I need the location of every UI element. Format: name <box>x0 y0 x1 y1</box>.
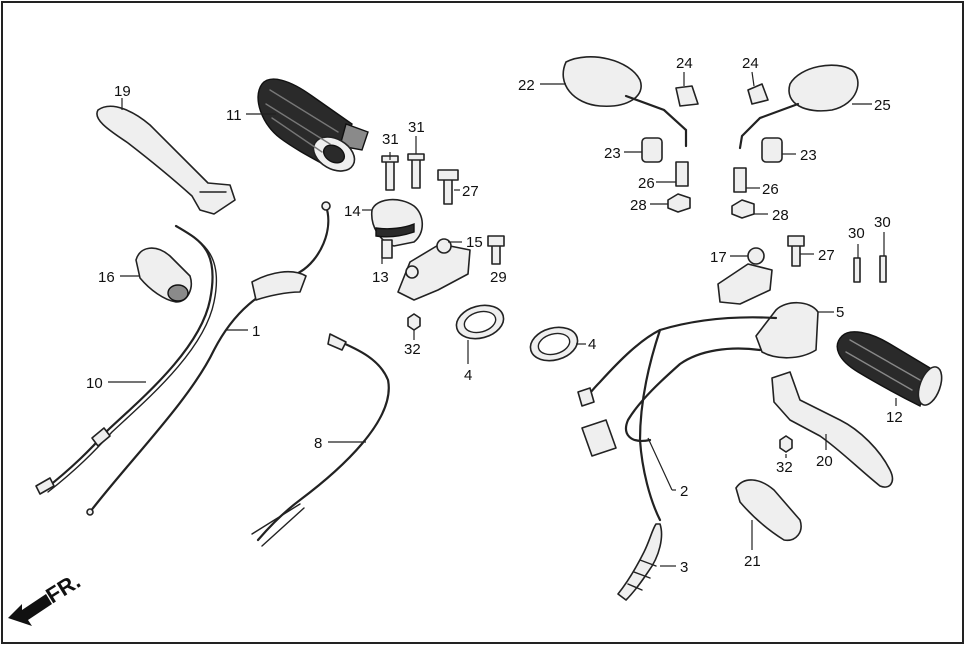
callout-21: 21 <box>744 553 761 570</box>
part-mirror-cap-left <box>675 85 699 107</box>
part-lever-bracket <box>397 238 471 301</box>
leader-lines <box>108 71 897 567</box>
callout-27-left: 27 <box>462 183 479 200</box>
part-wiring-loom-2 <box>577 316 778 522</box>
callout-24-left: 24 <box>676 55 693 72</box>
callout-4-left: 4 <box>464 367 472 384</box>
callout-27-right: 27 <box>818 247 835 264</box>
callout-29: 29 <box>490 269 507 286</box>
part-right-grip <box>836 331 943 408</box>
callout-3: 3 <box>680 559 688 576</box>
part-screw-31b <box>407 153 425 189</box>
callout-17: 17 <box>710 249 727 266</box>
part-bolt-27-left <box>437 169 459 205</box>
part-mirror-right <box>738 64 859 150</box>
callout-26-left: 26 <box>638 175 655 192</box>
part-mirror-nut-left <box>667 193 691 213</box>
callout-32-left: 32 <box>404 341 421 358</box>
callout-20: 20 <box>816 453 833 470</box>
part-mirror-cap-right <box>747 83 769 105</box>
callout-30a: 30 <box>848 225 865 242</box>
part-mirror-adapter-left <box>675 161 689 187</box>
callout-30b: 30 <box>874 214 891 231</box>
part-right-lever-bracket <box>717 247 773 305</box>
part-screw-31a <box>381 155 399 191</box>
part-mirror-adapter-right <box>733 167 747 193</box>
callout-32-right: 32 <box>776 459 793 476</box>
part-clutch-lever <box>96 105 236 215</box>
callout-14: 14 <box>344 203 361 220</box>
callout-13: 13 <box>372 269 389 286</box>
callout-22: 22 <box>518 77 535 94</box>
part-throttle-housing <box>370 198 424 259</box>
callout-23-left: 23 <box>604 145 621 162</box>
part-left-switch-housing <box>135 247 192 303</box>
part-screw-30a <box>853 257 861 283</box>
part-mirror-nut-right <box>731 199 755 219</box>
part-throttle-grip <box>257 78 369 172</box>
part-mirror-left <box>562 56 688 148</box>
callout-28-left: 28 <box>630 197 647 214</box>
part-right-switch-housing <box>755 301 819 359</box>
callout-12: 12 <box>886 409 903 426</box>
callout-28-right: 28 <box>772 207 789 224</box>
part-wire-harness-8 <box>251 333 390 547</box>
part-rubber-boot <box>617 523 663 601</box>
callout-16: 16 <box>98 269 115 286</box>
part-brake-lever <box>771 371 894 488</box>
callout-26-right: 26 <box>762 181 779 198</box>
callout-11: 11 <box>226 107 242 124</box>
callout-5: 5 <box>836 304 844 321</box>
part-cable-clamp-right <box>529 326 579 362</box>
callout-24-right: 24 <box>742 55 759 72</box>
part-bolt-29 <box>487 235 505 265</box>
part-right-switch-21 <box>735 479 802 542</box>
part-clutch-cable <box>35 224 218 495</box>
callout-4-right: 4 <box>588 336 596 353</box>
part-mirror-sleeve-right <box>761 137 783 163</box>
callout-31a: 31 <box>382 131 399 148</box>
part-cable-clamp-left <box>455 304 505 340</box>
callout-19: 19 <box>114 83 131 100</box>
callout-1: 1 <box>252 323 260 340</box>
callout-10: 10 <box>86 375 103 392</box>
callout-labels: 19 11 16 1 10 8 31 31 27 14 13 15 29 32 … <box>86 55 903 576</box>
part-nut-32-left <box>407 313 421 331</box>
part-mirror-sleeve-left <box>641 137 663 163</box>
part-screw-30b <box>879 255 887 283</box>
callout-23-right: 23 <box>800 147 817 164</box>
callout-25: 25 <box>874 97 891 114</box>
part-nut-32-right <box>779 435 793 453</box>
callout-8: 8 <box>314 435 322 452</box>
callout-15: 15 <box>466 234 483 251</box>
part-bolt-27-right <box>787 235 805 267</box>
part-throttle-cable <box>86 201 331 516</box>
front-arrow-icon <box>8 594 52 626</box>
callout-2: 2 <box>680 483 688 500</box>
callout-31b: 31 <box>408 119 425 136</box>
front-direction-indicator: FR. <box>8 568 85 626</box>
